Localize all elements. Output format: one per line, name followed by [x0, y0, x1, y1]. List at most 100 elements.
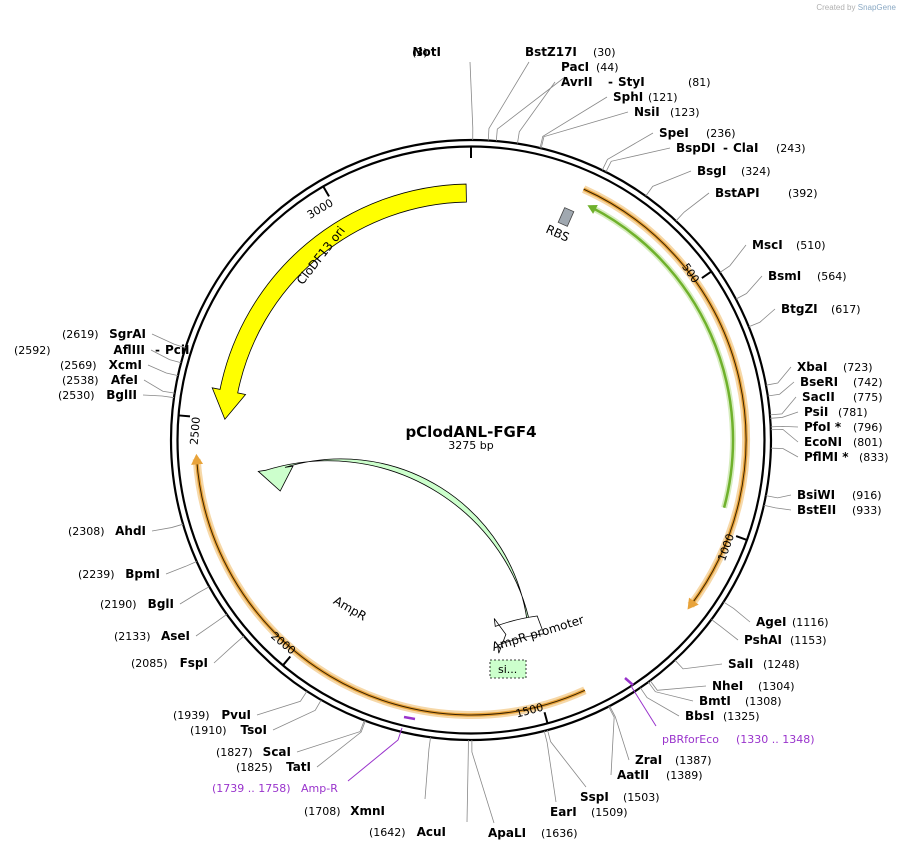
snapgene-logo: SnapGene: [857, 3, 896, 12]
feature-green: [591, 206, 735, 509]
enzyme-name-alt: StyI: [618, 75, 645, 89]
enzyme-position: (617): [831, 303, 861, 316]
primer-ampr-name: Amp-R: [301, 782, 338, 795]
enzyme-name: AseI: [161, 629, 190, 643]
enzyme-position: (2308): [68, 525, 105, 538]
tick-mark: [282, 655, 292, 666]
enzyme-name: BglI: [148, 597, 174, 611]
enzyme-position: (2530): [58, 389, 95, 402]
plasmid-name: pClodANL-FGF4: [405, 423, 536, 441]
enzyme-position: (81): [688, 76, 711, 89]
enzyme-separator: -: [723, 141, 728, 155]
feature-label-signal: si...: [498, 663, 517, 676]
enzyme-position: (1387): [675, 754, 712, 767]
feature-orange-ccw: [194, 458, 586, 717]
credit-prefix: Created by: [816, 3, 856, 12]
enzyme-name: BglII: [106, 388, 137, 402]
enzyme-name: BspDI: [676, 141, 715, 155]
enzyme-name: AatII: [617, 768, 649, 782]
enzyme-site-line: [723, 601, 751, 623]
primer-pbrforeco-leader: [630, 685, 657, 727]
enzyme-position: (933): [852, 504, 882, 517]
backbone-outer: [169, 138, 773, 742]
enzyme-name: MscI: [752, 238, 783, 252]
enzyme-site-line: [649, 680, 707, 691]
enzyme-name: NheI: [712, 679, 743, 693]
enzyme-name: BstZ17I: [525, 45, 577, 59]
feature-orange-ccw-core: [196, 459, 586, 716]
enzyme-position: (2190): [100, 598, 137, 611]
enzyme-position: (796): [853, 421, 883, 434]
enzyme-site-line: [165, 561, 197, 575]
enzyme-site-line: [547, 729, 587, 788]
enzyme-name: XcmI: [109, 358, 142, 372]
enzyme-position: (44): [596, 61, 619, 74]
enzyme-position: (1939): [173, 709, 210, 722]
enzyme-position: (1153): [790, 634, 827, 647]
enzyme-site-line: [608, 706, 615, 776]
enzyme-site-line: [645, 170, 692, 197]
enzyme-name: TatI: [286, 760, 311, 774]
enzyme-name: SalI: [728, 657, 753, 671]
enzyme-site-line: [711, 619, 739, 641]
enzyme-site-line: [487, 61, 530, 141]
enzyme-position: (2133): [114, 630, 151, 643]
enzyme-position: (1308): [745, 695, 782, 708]
enzyme-site-line: [150, 349, 182, 364]
enzyme-name: PshAI: [744, 633, 782, 647]
enzyme-position: (564): [817, 270, 847, 283]
tick-mark: [735, 535, 747, 541]
enzyme-site-line: [540, 111, 629, 149]
enzyme-site-line: [539, 96, 608, 149]
enzyme-name: XmnI: [350, 804, 385, 818]
enzyme-name: BseRI: [800, 375, 838, 389]
enzyme-site-line: [195, 614, 228, 637]
enzyme-name: ZraI: [635, 753, 662, 767]
feature-signal-box: [489, 659, 527, 679]
enzyme-site-line: [763, 504, 792, 511]
enzyme-site-line: [296, 720, 365, 753]
tick-mark: [543, 711, 549, 724]
primer-pbrforeco-name: pBRforEco: [662, 733, 719, 746]
tick-label: 1500: [514, 701, 544, 721]
feature-label-ampr: AmpR: [331, 594, 369, 624]
enzyme-site-line: [471, 739, 495, 824]
feature-green-glow: [590, 204, 736, 509]
primer-pbrforeco-range: (1330 .. 1348): [736, 733, 815, 746]
enzyme-site-line: [767, 381, 795, 397]
enzyme-position: (2569): [60, 359, 97, 372]
enzyme-position: (1910): [190, 724, 227, 737]
enzyme-site-line: [735, 275, 763, 300]
enzyme-name: SacII: [802, 390, 835, 404]
enzyme-position: (243): [776, 142, 806, 155]
enzyme-separator: -: [608, 75, 613, 89]
primer-pbrforeco-mark: [624, 677, 634, 686]
tick-label: 3000: [305, 196, 336, 221]
primer-ampr-leader: [347, 727, 403, 782]
enzyme-position: (3): [412, 46, 428, 59]
enzyme-site-line: [770, 425, 799, 428]
tick-mark: [322, 186, 330, 197]
enzyme-name: SpeI: [659, 126, 689, 140]
enzyme-site-line: [770, 411, 799, 419]
enzyme-position: (510): [796, 239, 826, 252]
enzyme-position: (1304): [758, 680, 795, 693]
feature-orange-cw-core: [583, 188, 747, 606]
enzyme-position: (30): [593, 46, 616, 59]
enzyme-site-line: [151, 523, 184, 532]
enzyme-name: SspI: [580, 790, 609, 804]
enzyme-position: (775): [853, 391, 883, 404]
enzyme-name: PflMI *: [804, 450, 849, 464]
enzyme-position: (2538): [62, 374, 99, 387]
feature-orange-cw-head: [687, 597, 699, 610]
feature-green-head: [587, 205, 598, 214]
enzyme-site-line: [147, 364, 179, 377]
enzyme-position: (2592): [14, 344, 51, 357]
enzyme-position: (2085): [131, 657, 168, 670]
enzyme-name: SgrAI: [109, 327, 146, 341]
enzyme-site-line: [647, 681, 694, 702]
enzyme-position: (236): [706, 127, 736, 140]
enzyme-name: NotI: [413, 45, 442, 59]
enzyme-site-line: [424, 737, 431, 800]
tick-mark: [178, 414, 191, 418]
